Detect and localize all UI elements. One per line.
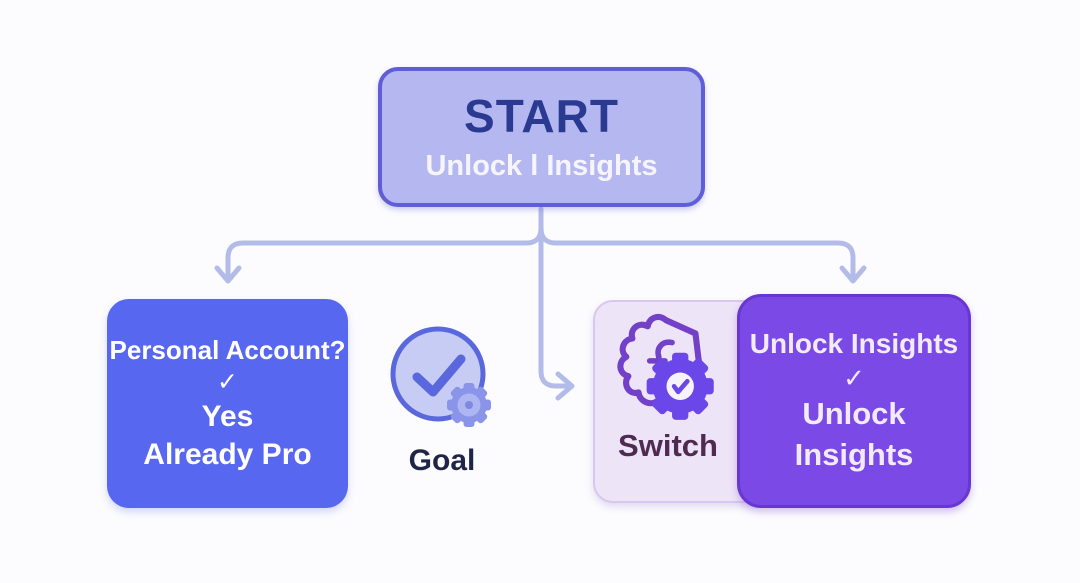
personal-account-detail: Already Pro: [143, 437, 312, 471]
start-subtitle: Unlock l Insights: [425, 150, 658, 182]
checkmark-icon: ✓: [843, 363, 865, 394]
connector-center-stem: [538, 206, 571, 389]
unlock-insights-title: Unlock Insights: [749, 328, 959, 360]
connector-right-branch: [538, 225, 856, 282]
personal-account-question: Personal Account?: [109, 335, 346, 366]
unlock-insights-node: Unlock Insights ✓ Unlock Insights: [737, 294, 971, 508]
arrowhead-right-icon: [555, 371, 575, 401]
arrowhead-down-right-icon: [839, 265, 867, 284]
switch-label: Switch: [618, 428, 718, 463]
unlock-line2: Insights: [794, 436, 914, 472]
goal-figure: Goal: [387, 324, 497, 476]
arrowhead-down-left-icon: [214, 265, 242, 284]
personal-account-answer: Yes: [201, 399, 254, 433]
unlock-line1: Unlock: [802, 396, 906, 432]
personal-account-node: Personal Account? ✓ Yes Already Pro: [107, 299, 348, 508]
connector-left-branch: [225, 225, 544, 282]
goal-label: Goal: [408, 444, 476, 477]
shield-route-gear-check-icon: [617, 313, 714, 420]
check-circle-gear-icon: [390, 326, 491, 427]
gear-check-badge-icon: [646, 352, 714, 420]
checkmark-icon: ✓: [217, 367, 238, 396]
gear-icon: [447, 383, 491, 427]
start-node: START Unlock l Insights: [378, 67, 705, 207]
start-title: START: [464, 90, 619, 142]
